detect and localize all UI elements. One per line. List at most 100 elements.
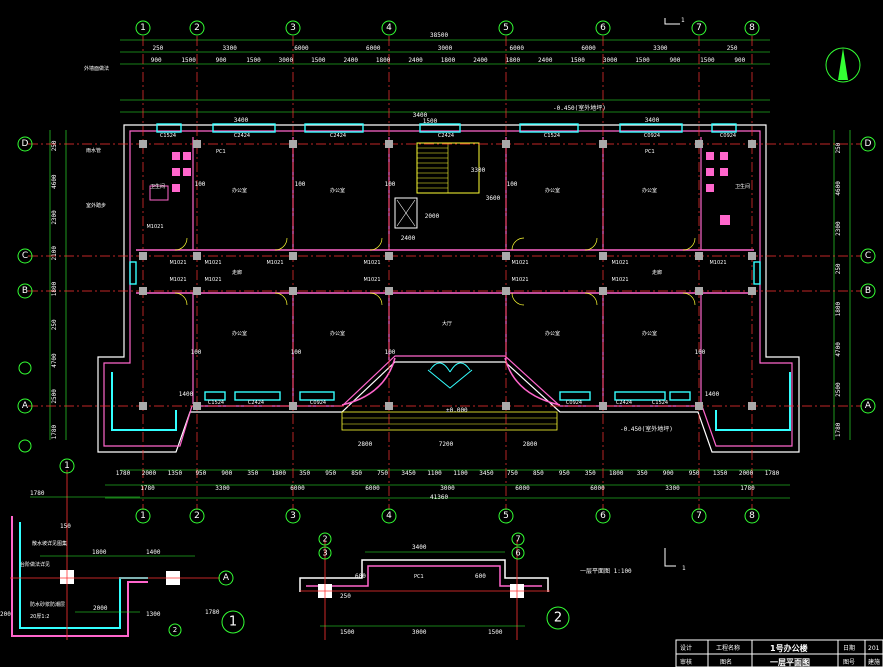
left-dim-5: 250 <box>51 319 58 330</box>
detail1-axis-1: 1 <box>64 461 70 471</box>
axis-label-1: 1 <box>140 511 146 521</box>
bottom-dim-1-14: 3450 <box>479 470 494 477</box>
right-dim-3: 250 <box>835 263 842 274</box>
exterior-wall-outline <box>97 124 800 453</box>
detail-1-labels: 1780 150 1800 1400 2000 1300 200 1780 散水… <box>0 458 245 637</box>
detail2-label: PC1 <box>414 574 424 580</box>
top-dim-2-16: 900 <box>670 57 681 64</box>
top-total-dim: 38500 <box>430 32 448 39</box>
room-name-6: 办公室 <box>545 330 560 337</box>
top-dim-2-9: 1800 <box>441 57 456 64</box>
detail1-small-circle <box>168 623 182 637</box>
room-name-0: 办公室 <box>232 187 247 194</box>
bottom-dim-1-16: 850 <box>533 470 544 477</box>
column <box>385 287 393 295</box>
room-name-1: 办公室 <box>330 187 345 194</box>
central-stair <box>394 142 480 229</box>
room-name-5: 办公室 <box>330 330 345 337</box>
axis-bubble-D <box>17 136 33 152</box>
axis-bubble-7 <box>691 508 707 524</box>
column <box>599 140 607 148</box>
column <box>193 140 201 148</box>
top-dim-2-18: 900 <box>734 57 745 64</box>
axis-bubble-6 <box>595 20 611 36</box>
misc-dim-3: 100 <box>507 181 518 188</box>
detail2-side-dim-0: 600 <box>355 573 366 580</box>
column <box>385 140 393 148</box>
column <box>695 287 703 295</box>
bottom-dim-2-7: 3300 <box>665 485 680 492</box>
detail1-axis-a: A <box>223 573 230 583</box>
detail2-axis-3: 3 <box>322 549 327 558</box>
axis-label-8: 8 <box>749 23 755 33</box>
window-tag-2: C2424 <box>330 133 346 139</box>
top-dim-2-7: 1800 <box>376 57 391 64</box>
axis-label-8: 8 <box>749 511 755 521</box>
axis-bubble-C <box>860 248 876 264</box>
north-arrow <box>825 47 861 83</box>
axis-bubble-5 <box>498 20 514 36</box>
detail1-dim-0: 1780 <box>30 490 45 497</box>
tb-date-value: 201 <box>868 645 880 652</box>
axis-bubble-8 <box>744 20 760 36</box>
detail2-axis-bubble-3 <box>318 546 332 560</box>
detail2-axis-bubble-7 <box>511 532 525 546</box>
bottom-dim-2-3: 6000 <box>365 485 380 492</box>
detail2-bottom-dim-2: 1500 <box>488 629 503 636</box>
title-block: 设计 审核 工程名称 图名 1号办公楼 一层平面图 日期 201 图号 建施 <box>680 643 880 667</box>
axis-label-5: 5 <box>503 511 509 521</box>
top-dim-2-6: 2400 <box>344 57 359 64</box>
bottom-dim-1-4: 900 <box>221 470 232 477</box>
bottom-dim-1-12: 1100 <box>427 470 442 477</box>
tb-project-value: 1号办公楼 <box>770 643 808 653</box>
stair-dim-2: 2400 <box>401 235 416 242</box>
door-tag-11: M1021 <box>511 277 528 283</box>
axis-bubble-4 <box>381 508 397 524</box>
column <box>599 402 607 410</box>
axis-label-7: 7 <box>696 511 702 521</box>
column <box>193 402 201 410</box>
axis-bubble-3 <box>285 508 301 524</box>
elevation-top: -0.450(室外地坪) <box>553 104 606 112</box>
detail1-note-2: 防水砂浆防潮层 <box>30 601 65 608</box>
bottom-dim-1-21: 900 <box>663 470 674 477</box>
window-tag-8: C2424 <box>248 400 264 406</box>
misc-dim-6: 100 <box>385 349 396 356</box>
bottom-dim-1-25: 1780 <box>765 470 780 477</box>
window-tag-11: C2424 <box>616 400 632 406</box>
plan-labels: 38500 41360 -0.450(室外地坪) -0.450(室外地坪) ±0… <box>84 17 750 575</box>
tb-drawing-value: 一层平面图 <box>770 658 810 667</box>
column <box>193 252 201 260</box>
canopy-dim-0: 2800 <box>358 441 373 448</box>
detail2-circle-number: 2 <box>554 611 562 626</box>
window-tag-0: C1524 <box>160 133 176 139</box>
bottom-dim-1-11: 3450 <box>401 470 416 477</box>
bottom-dim-1-6: 1800 <box>272 470 287 477</box>
column <box>289 140 297 148</box>
pc-tag-right: PC1 <box>645 149 655 155</box>
detail2-side-dim-2: 600 <box>475 573 486 580</box>
room-name-12: 卫生间 <box>735 183 750 190</box>
top-dim-1-0: 250 <box>152 45 163 52</box>
window-tag-5: C0924 <box>644 133 660 139</box>
detail1-circle-number: 1 <box>229 615 237 630</box>
right-dim-5: 4700 <box>835 342 842 357</box>
bottom-dim-1-5: 350 <box>247 470 258 477</box>
column <box>289 287 297 295</box>
door-tag-12: M1021 <box>611 277 628 283</box>
top-dim-1-6: 6000 <box>581 45 596 52</box>
right-dim-7: 1780 <box>835 422 842 437</box>
top-dim-1-5: 6000 <box>510 45 525 52</box>
axis-label-B: B <box>22 286 28 296</box>
right-dim-0: 250 <box>835 142 842 153</box>
axis-bubble-2 <box>189 508 205 524</box>
detail2-axis-bubble-6 <box>511 546 525 560</box>
left-dim-3: 2100 <box>51 246 58 261</box>
axis-bubble-C <box>17 248 33 264</box>
column <box>139 140 147 148</box>
bottom-dim-1-20: 350 <box>637 470 648 477</box>
axis-bubble-8 <box>744 508 760 524</box>
left-entry-landing <box>111 372 177 431</box>
bottom-dim-1-10: 750 <box>377 470 388 477</box>
